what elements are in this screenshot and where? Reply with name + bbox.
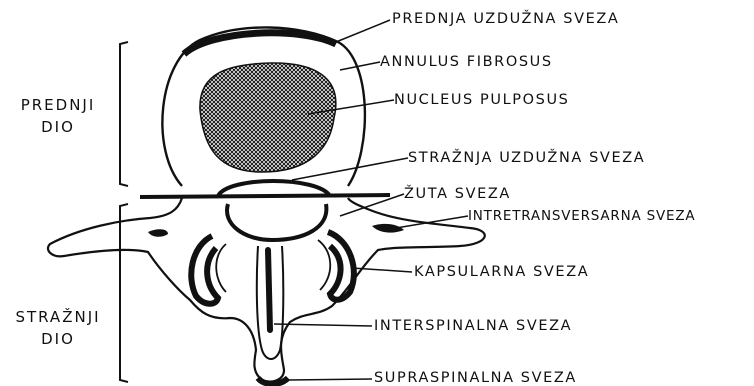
label-supraspinous: SUPRASPINALNA SVEZA <box>374 370 577 386</box>
label-interspinous: INTERSPINALNA SVEZA <box>374 318 572 334</box>
facet-right-outline <box>318 240 330 290</box>
label-capsular: KAPSULARNA SVEZA <box>414 264 589 280</box>
posterior-bracket <box>120 204 128 382</box>
capsular-left <box>191 236 218 304</box>
leader-annulus <box>340 62 380 70</box>
leader-posterior-longitudinal <box>292 158 408 180</box>
label-annulus: ANNULUS FIBROSUS <box>380 54 553 70</box>
posterior-line2: DIO <box>4 328 112 350</box>
posterior-line1: STRAŽNJI <box>4 306 112 328</box>
leader-supraspinous <box>288 379 372 380</box>
label-anterior-longitudinal: PREDNJA UZDUŽNA SVEZA <box>392 11 619 27</box>
supraspinous-shape <box>258 378 288 384</box>
anterior-bracket <box>120 42 128 186</box>
anterior-line2: DIO <box>6 116 110 138</box>
leader-interspinous <box>274 324 372 326</box>
intertransverse-left <box>148 229 168 237</box>
anterior-line1: PREDNJI <box>6 94 110 116</box>
divider-line <box>140 195 390 197</box>
facet-left-outline <box>216 244 226 292</box>
leader-anterior-longitudinal <box>336 20 390 42</box>
label-nucleus: NUCLEUS PULPOSUS <box>394 92 569 108</box>
intertransverse-right <box>372 224 404 233</box>
nucleus-shape <box>200 63 336 172</box>
posterior-part-label: STRAŽNJI DIO <box>4 306 112 350</box>
canal-shape <box>227 204 326 240</box>
anterior-part-label: PREDNJI DIO <box>6 94 110 138</box>
label-flavum: ŽUTA SVEZA <box>404 186 511 202</box>
interspinous-shape <box>268 250 270 330</box>
capsular-right <box>328 232 354 300</box>
label-posterior-longitudinal: STRAŽNJA UZDUŽNA SVEZA <box>408 150 645 166</box>
label-intertransverse: INTRETRANSVERSARNA SVEZA <box>468 208 695 224</box>
